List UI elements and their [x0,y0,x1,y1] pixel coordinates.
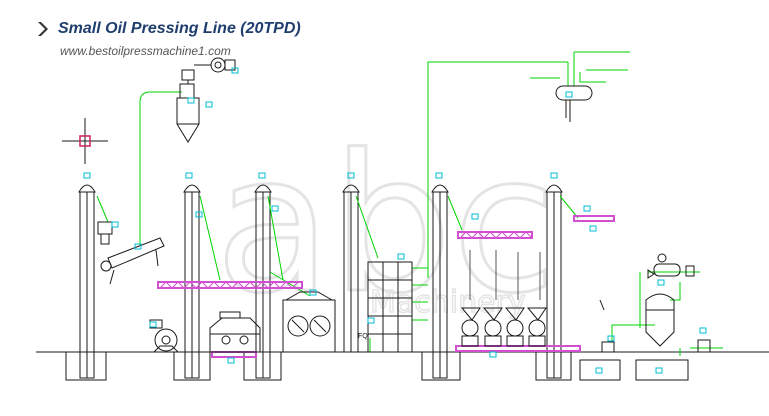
page-title: Small Oil Pressing Line (20TPD) [58,20,301,37]
oil-separator-tank [555,85,593,122]
website-url: www.bestoilpressmachine1.com [60,44,231,58]
cyan-markers [83,67,707,374]
crusher-machine [149,319,179,353]
oil-filter-system [599,253,711,353]
chevron-right-icon [38,22,48,36]
pits [65,352,689,381]
flaking-machine [209,311,261,353]
oil-press-3 [504,307,525,347]
header: Small Oil Pressing Line (20TPD) www.best… [36,20,301,58]
watermark-subtitle: Machinery [370,285,526,320]
bucket-elevators [78,184,563,379]
elevator-3 [254,184,272,379]
frying-tower [367,261,413,353]
crosshair-marker [62,118,108,164]
fan [194,57,236,73]
fq-label: FQ [358,333,368,340]
watermark: abc Machinery [214,113,559,337]
title-row: Small Oil Pressing Line (20TPD) [36,20,301,38]
roller-cooker [282,291,336,353]
screening-machine [97,221,165,285]
elevator-4 [342,184,360,353]
oil-press-4 [526,307,547,347]
oil-press-1 [460,307,481,347]
elevator-1 [78,184,96,379]
oil-presses [460,250,547,347]
watermark-brand: abc [215,114,557,335]
oil-press-2 [482,307,503,347]
elevator-5 [431,184,449,379]
cyclone-separator [176,69,200,143]
